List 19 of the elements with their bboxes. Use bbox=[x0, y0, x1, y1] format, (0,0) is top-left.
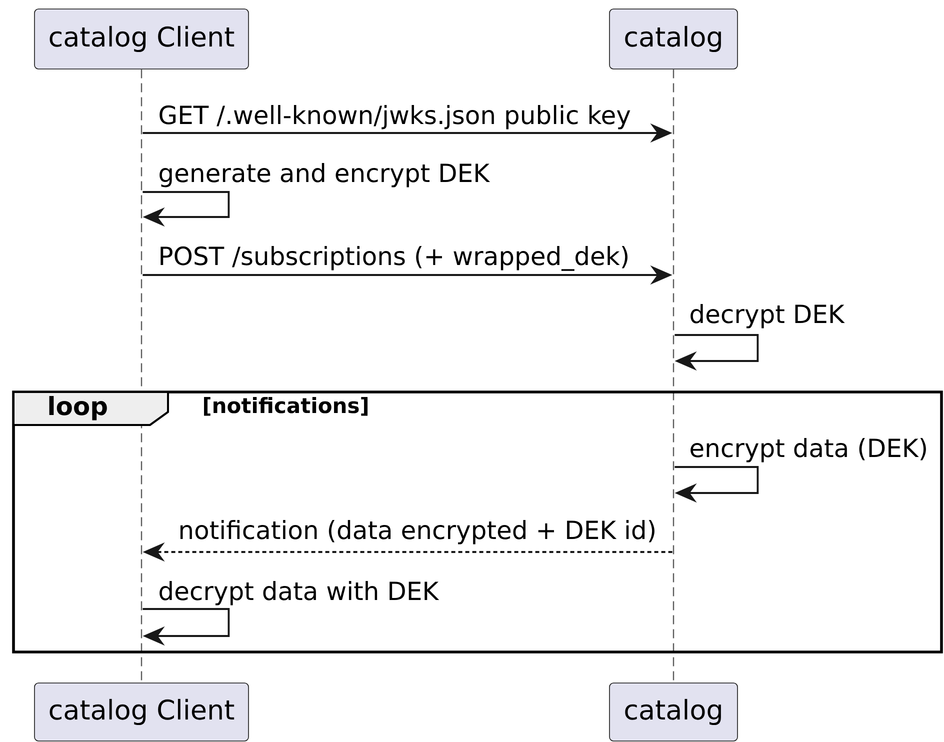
message-label: GET /.well-known/jwks.json public key bbox=[157, 104, 632, 130]
loop-condition: [notifications] bbox=[204, 397, 368, 416]
lifeline bbox=[140, 69, 142, 683]
self-message-arrow bbox=[142, 191, 230, 227]
self-message-arrow bbox=[142, 608, 230, 646]
message-label: generate and encrypt DEK bbox=[157, 162, 490, 188]
self-message-arrow bbox=[674, 466, 759, 503]
lifeline bbox=[672, 69, 674, 683]
participant-box: catalog bbox=[609, 682, 738, 742]
message-label: notification (data encrypted + DEK id) bbox=[177, 519, 658, 546]
participant-box: catalog Client bbox=[34, 682, 249, 742]
message-label: POST /subscriptions (+ wrapped_dek) bbox=[157, 245, 631, 272]
message-label: decrypt data with DEK bbox=[157, 580, 440, 606]
message-label: decrypt DEK bbox=[688, 303, 846, 330]
loop-tab: loop bbox=[12, 391, 169, 426]
self-message-arrow bbox=[674, 334, 759, 371]
participant-box: catalog bbox=[609, 8, 738, 70]
message-label: encrypt data (DEK) bbox=[688, 437, 930, 464]
participant-box: catalog Client bbox=[34, 8, 249, 70]
